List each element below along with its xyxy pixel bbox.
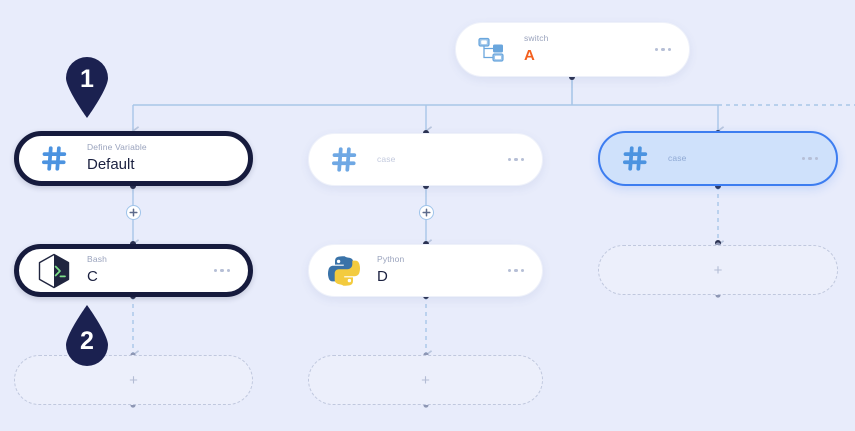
node-define-variable-labels: Define Variable Default bbox=[87, 142, 248, 174]
node-define-variable-sub: Define Variable bbox=[87, 142, 147, 153]
switch-icon bbox=[472, 31, 510, 69]
node-case-right-sub: case bbox=[668, 152, 687, 163]
add-step-plus-icon: + bbox=[129, 371, 138, 389]
node-switch-labels: switch A bbox=[524, 33, 655, 65]
node-bash-value: C bbox=[87, 268, 98, 286]
node-switch-value: A bbox=[524, 47, 535, 65]
node-bash-more-icon[interactable] bbox=[213, 268, 230, 273]
node-python-value: D bbox=[377, 268, 388, 286]
node-case-middle[interactable]: case bbox=[308, 133, 543, 186]
annotation-pin-2-number: 2 bbox=[80, 327, 94, 355]
add-node-button-middle[interactable] bbox=[419, 205, 434, 220]
node-switch-sub: switch bbox=[524, 33, 549, 44]
node-case-right-labels: case bbox=[668, 152, 802, 164]
node-python-sub: Python bbox=[377, 254, 405, 265]
node-bash-sub: Bash bbox=[87, 254, 107, 265]
node-case-right[interactable]: case bbox=[598, 131, 838, 186]
node-python[interactable]: Python D bbox=[308, 244, 543, 297]
hash-icon bbox=[35, 140, 73, 178]
node-case-right-more-icon[interactable] bbox=[801, 156, 818, 161]
node-switch[interactable]: switch A bbox=[455, 22, 690, 77]
annotation-pin-1-number: 1 bbox=[80, 65, 94, 93]
add-step-plus-icon: + bbox=[713, 261, 723, 279]
bash-icon bbox=[35, 252, 73, 290]
node-bash[interactable]: Bash C bbox=[14, 244, 253, 297]
node-switch-more-icon[interactable] bbox=[654, 47, 671, 52]
placeholder-left[interactable]: + bbox=[14, 355, 253, 405]
node-python-labels: Python D bbox=[377, 254, 508, 286]
node-case-middle-labels: case bbox=[377, 153, 508, 165]
node-define-variable-value: Default bbox=[87, 156, 135, 174]
annotation-pin-2: 2 bbox=[64, 305, 110, 367]
annotation-pin-1: 1 bbox=[64, 56, 110, 118]
hash-icon bbox=[325, 141, 363, 179]
placeholder-middle[interactable]: + bbox=[308, 355, 543, 405]
add-step-plus-icon: + bbox=[421, 371, 430, 389]
hash-icon bbox=[616, 140, 654, 178]
node-case-middle-sub: case bbox=[377, 153, 396, 164]
add-node-button-left[interactable] bbox=[126, 205, 141, 220]
python-icon bbox=[325, 252, 363, 290]
node-case-middle-more-icon[interactable] bbox=[507, 157, 524, 162]
node-bash-labels: Bash C bbox=[87, 254, 214, 286]
node-define-variable[interactable]: Define Variable Default bbox=[14, 131, 253, 186]
placeholder-right[interactable]: + bbox=[598, 245, 838, 295]
node-python-more-icon[interactable] bbox=[507, 268, 524, 273]
